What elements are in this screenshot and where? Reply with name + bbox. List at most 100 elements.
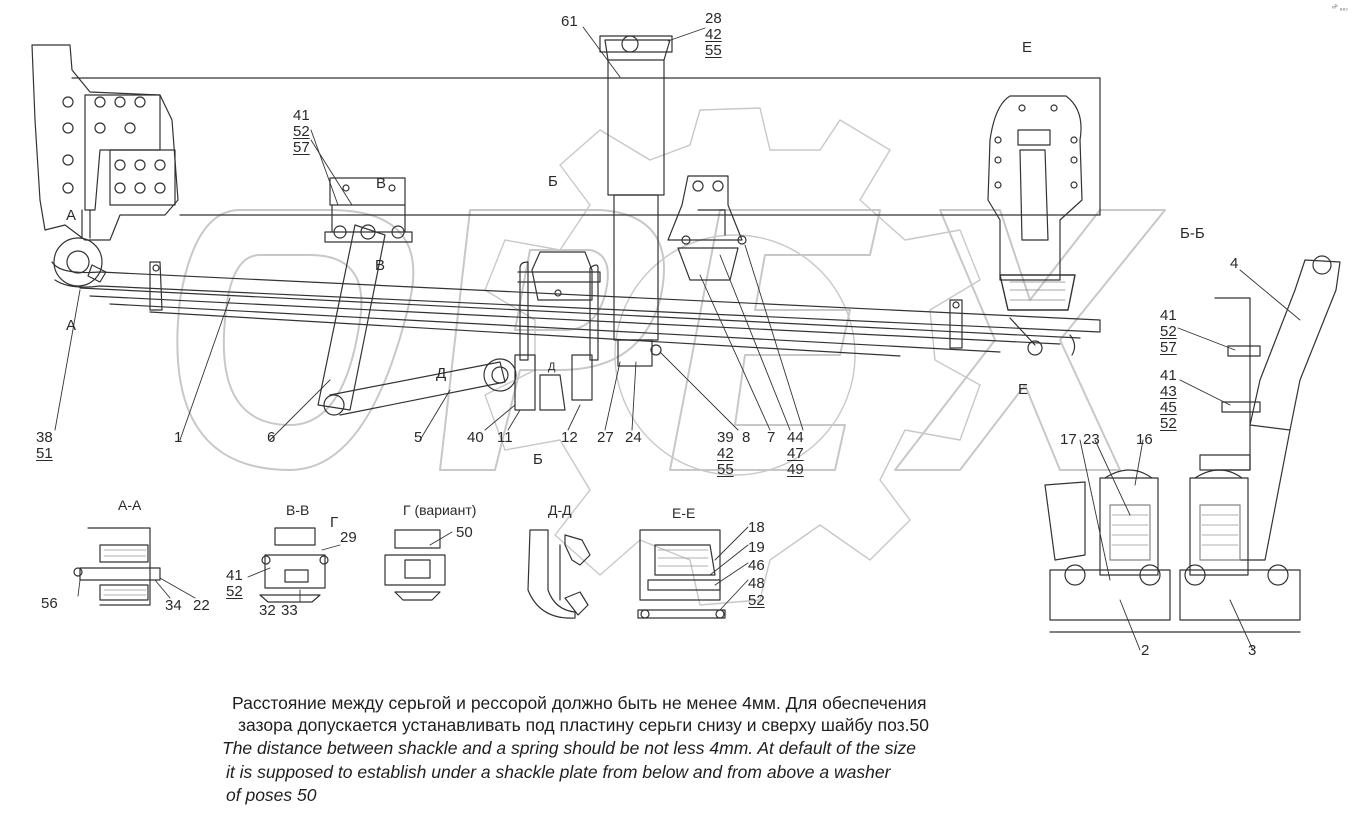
callout-num: 28 (705, 10, 722, 27)
callout-48-52: 48 52 (748, 575, 765, 609)
section-title-vv: В-В (286, 502, 310, 518)
callout-32: 32 (259, 602, 276, 619)
callout-61: 61 (561, 13, 578, 30)
callout-num: 52 (226, 583, 243, 600)
section-title-aa: А-А (118, 497, 142, 513)
section-g-view (384, 529, 446, 601)
section-mark-e-mid: Е (1018, 381, 1029, 398)
callout-8: 8 (742, 429, 751, 446)
callout-num: 44 (787, 429, 804, 446)
callout-num: 47 (787, 445, 804, 462)
callout-4: 4 (1230, 255, 1239, 272)
section-aa-view (73, 527, 161, 606)
callout-34: 34 (165, 597, 182, 614)
note-ru-line-2: зазора допускается устанавливать под пла… (238, 715, 929, 735)
callout-28-42-55: 28 42 55 (705, 11, 722, 59)
callout-19: 19 (748, 539, 765, 556)
callout-12: 12 (561, 429, 578, 446)
section-title-g: Г (вариант) (403, 502, 477, 518)
callout-40: 40 (467, 429, 484, 446)
callout-5: 5 (414, 429, 423, 446)
shock-absorber (599, 35, 673, 367)
callout-num: 42 (717, 445, 734, 462)
callout-num: 51 (36, 445, 53, 462)
callout-27: 27 (597, 429, 614, 446)
callout-41-52-57-right: 41 52 57 (1160, 308, 1177, 356)
sheet-corner-tag: ⁿᴾ ₈₈₂ (1332, 5, 1348, 12)
section-mark-e-top: Е (1022, 39, 1033, 56)
callout-50: 50 (456, 524, 473, 541)
callout-num: 55 (705, 42, 722, 59)
section-title-ee: Е-Е (672, 505, 696, 521)
leaf-spring (51, 261, 1101, 357)
section-vv-view (259, 527, 329, 603)
callout-num: 42 (705, 26, 722, 43)
callout-39-42-55: 39 42 55 (717, 430, 734, 478)
callout-num: 43 (1160, 383, 1177, 400)
section-bb-view (1044, 255, 1341, 633)
section-mark-a-top: А (66, 207, 77, 224)
u-bolt-assembly (514, 251, 601, 411)
callout-num: 52 (1160, 323, 1177, 340)
leader-lines (54, 26, 1301, 651)
section-mark-d-mid: Д (436, 365, 447, 382)
callout-38-51: 38 51 (36, 430, 53, 462)
section-mark-b-bot: Б (533, 451, 543, 468)
section-title-dd: Д-Д (548, 502, 572, 518)
callout-7: 7 (767, 429, 776, 446)
callout-num: 45 (1160, 399, 1177, 416)
callout-17: 17 (1060, 431, 1077, 448)
callout-num: 41 (293, 107, 310, 124)
callout-6: 6 (267, 429, 276, 446)
callout-num: 55 (717, 461, 734, 478)
section-mark-g: Г (330, 514, 339, 531)
callout-1: 1 (174, 429, 183, 446)
callout-29: 29 (340, 529, 357, 546)
callout-11: 11 (497, 429, 513, 446)
left-bracket (31, 44, 179, 287)
callout-24: 24 (625, 429, 642, 446)
callout-num: 52 (748, 592, 765, 609)
callout-num: 41 (226, 567, 243, 584)
watermark-gear (484, 107, 981, 606)
callout-num: 52 (1160, 415, 1177, 432)
callout-num: 39 (717, 429, 734, 446)
note-en-line-2: it is supposed to establish under a shac… (226, 762, 891, 782)
note-en-line-1: The distance between shackle and a sprin… (222, 738, 916, 758)
rear-hanger (987, 95, 1083, 356)
callout-56: 56 (41, 595, 58, 612)
section-dd-view (527, 529, 591, 619)
callout-3: 3 (1248, 642, 1257, 659)
section-mark-a-bot: А (66, 317, 77, 334)
callout-num: 38 (36, 429, 53, 446)
shackle-bracket (324, 177, 413, 243)
callout-33: 33 (281, 602, 298, 619)
callout-num: 41 (1160, 307, 1177, 324)
callout-num: 41 (1160, 367, 1177, 384)
shackle-link (317, 224, 517, 416)
callout-num: 48 (748, 575, 765, 592)
callout-num: 52 (293, 123, 310, 140)
section-ee-view (637, 529, 726, 619)
callout-46: 46 (748, 557, 765, 574)
watermark-text (176, 209, 1166, 471)
callout-num: 49 (787, 461, 804, 478)
callout-18: 18 (748, 519, 765, 536)
callout-num: 57 (1160, 339, 1177, 356)
callout-41-43-45-52: 41 43 45 52 (1160, 368, 1177, 432)
section-mark-v-mid: В (375, 257, 386, 274)
callout-22: 22 (193, 597, 210, 614)
callout-num: 57 (293, 139, 310, 156)
section-mark-v-top: В (376, 175, 387, 192)
callout-2: 2 (1141, 642, 1150, 659)
callout-23: 23 (1083, 431, 1100, 448)
callout-16: 16 (1136, 431, 1153, 448)
stop-bracket (667, 175, 747, 281)
section-mark-b-top: Б (548, 173, 558, 190)
callout-41-52-vv: 41 52 (226, 568, 243, 600)
callout-41-52-57-left: 41 52 57 (293, 108, 310, 156)
section-title-bb: Б-Б (1180, 225, 1205, 242)
section-mark-d-small: Д (548, 361, 556, 373)
